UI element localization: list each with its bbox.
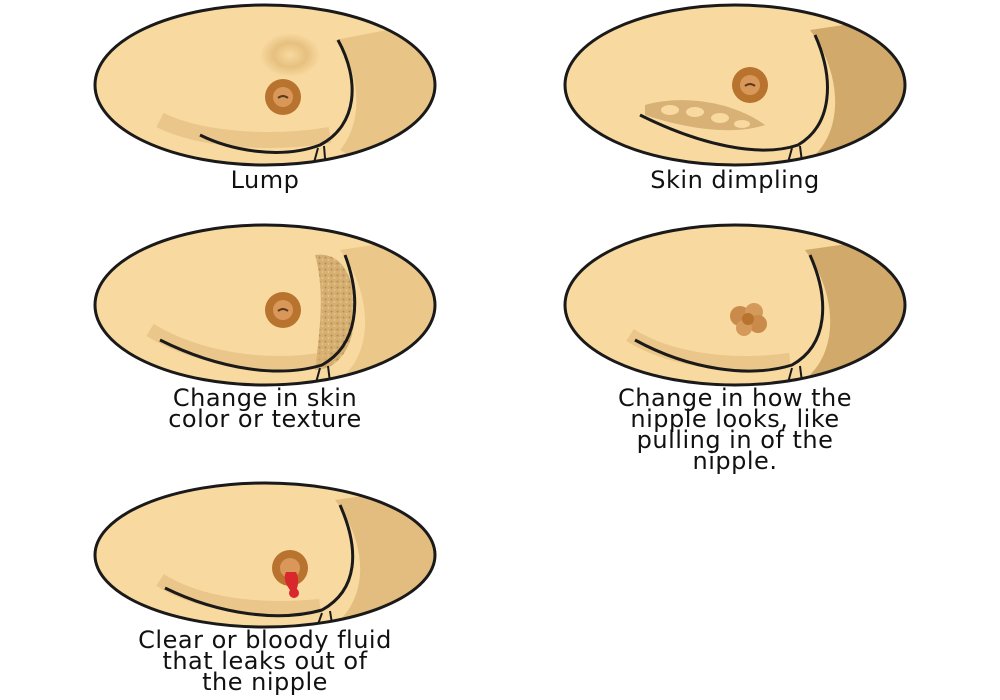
caption-skin-change: Change in skin color or texture (90, 384, 440, 433)
dimple (661, 105, 679, 115)
lump-illustration (93, 3, 437, 167)
lump-mark (260, 33, 320, 77)
caption-nipple-fluid: Clear or bloody fluid that leaks out of … (90, 626, 440, 696)
caption-line: Change in how the (617, 384, 853, 412)
dimple (734, 120, 750, 128)
panel-skin-dimpling: Skin dimpling (560, 0, 910, 200)
caption-line: Clear or bloody fluid (138, 626, 392, 654)
caption-line: nipple looks, like (630, 405, 840, 433)
dimple (711, 113, 729, 123)
inverted-nipple (730, 303, 767, 336)
breast-outline (199, 39, 354, 154)
caption-line: Change in skin (172, 384, 358, 412)
caption-skin-dimpling: Skin dimpling (560, 166, 910, 194)
nipple-change-illustration (563, 223, 907, 387)
caption-line: nipple. (692, 447, 778, 475)
panel-nipple-fluid: Clear or bloody fluid that leaks out of … (90, 480, 440, 700)
breast-outline (164, 504, 355, 618)
panel-nipple-change: Change in how the nipple looks, like pul… (560, 220, 910, 480)
dimpling-illustration (563, 3, 907, 167)
caption-line: pulling in of the (636, 426, 834, 454)
caption-line: that leaks out of (162, 647, 368, 675)
breast-outline (159, 254, 357, 373)
caption-lump: Lump (90, 166, 440, 194)
breast-outline (639, 34, 829, 152)
caption-nipple-change: Change in how the nipple looks, like pul… (560, 384, 910, 475)
skin-change-illustration (93, 223, 437, 387)
panel-skin-change: Change in skin color or texture (90, 220, 440, 440)
caption-line: Lump (230, 166, 300, 194)
caption-line: Skin dimpling (650, 166, 820, 194)
dimple (686, 107, 704, 117)
caption-line: color or texture (168, 405, 362, 433)
caption-line: the nipple (202, 668, 328, 696)
breast-outline (634, 254, 825, 373)
panel-lump: Lump (90, 0, 440, 200)
fluid-illustration (93, 481, 437, 629)
